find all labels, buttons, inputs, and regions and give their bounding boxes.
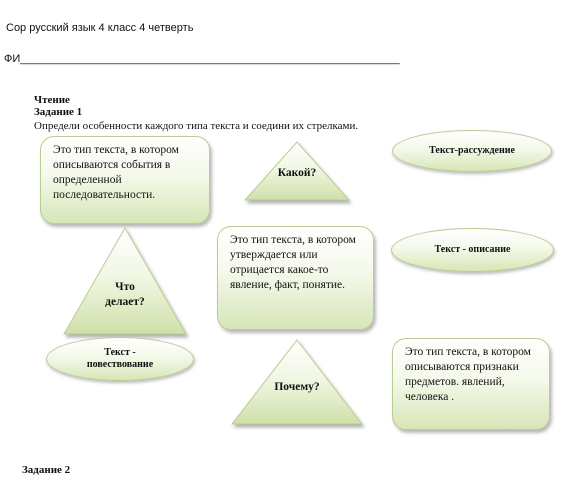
oval-description[interactable]: Текст - описание (391, 228, 554, 272)
triangle-what-does[interactable] (62, 226, 188, 336)
oval-narration[interactable]: Текст - повествование (46, 337, 194, 381)
task-1-heading: Задание 1 (34, 106, 83, 118)
triangle-what-kind-label: Какой? (277, 167, 317, 179)
section-reading: Чтение (34, 94, 70, 106)
triangle-what-does-label: Что делает? (105, 281, 145, 308)
triangle-why[interactable] (230, 338, 364, 426)
box-features[interactable]: Это тип текста, в котором описываются пр… (392, 338, 550, 430)
page-title: Сор русский язык 4 класс 4 четверть (6, 22, 194, 34)
name-line: ФИ______________________________________… (4, 53, 400, 65)
task-2-heading: Задание 2 (22, 464, 71, 476)
oval-reasoning[interactable]: Текст-рассуждение (392, 130, 552, 172)
task-1-instruction: Определи особенности каждого типа текста… (34, 120, 359, 132)
box-affirm[interactable]: Это тип текста, в котором утверждается и… (217, 226, 374, 330)
triangle-why-label: Почему? (274, 381, 320, 393)
triangle-what-kind[interactable] (243, 140, 351, 202)
box-events[interactable]: Это тип текста, в котором описываются со… (40, 136, 210, 224)
